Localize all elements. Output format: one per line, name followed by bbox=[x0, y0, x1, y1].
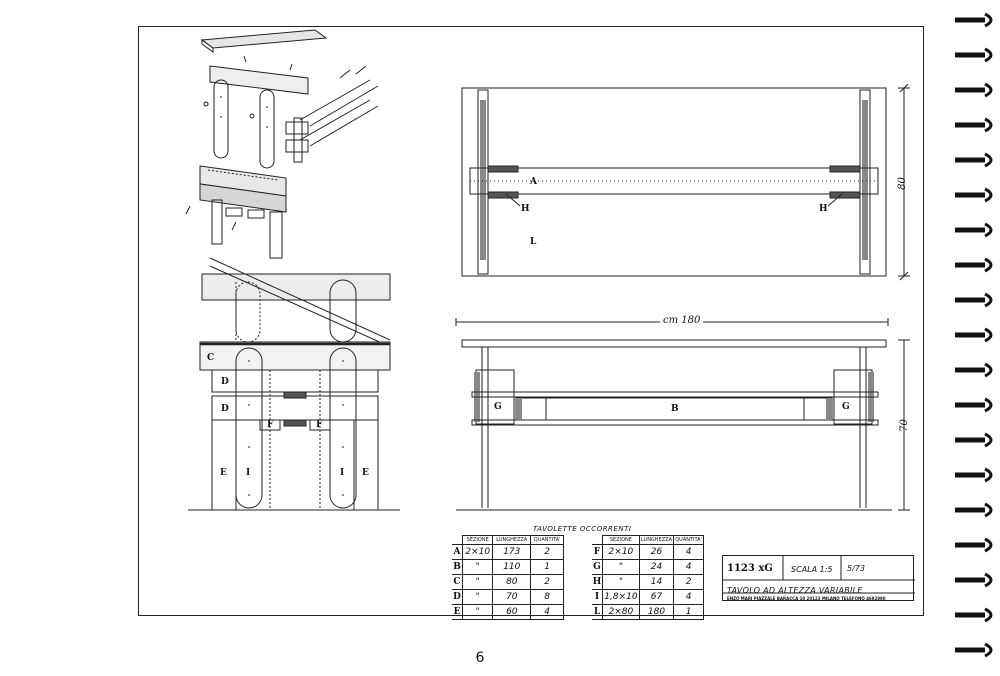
side-elevation bbox=[455, 318, 910, 511]
label-f2: F bbox=[316, 420, 323, 430]
parts-table-title: TAVOLETTE OCCORRENTI bbox=[533, 525, 632, 533]
label-e1: E bbox=[220, 468, 227, 478]
header-length: LUNGHEZZA bbox=[492, 535, 532, 545]
header-qty: QUANTITA' bbox=[673, 535, 704, 545]
label-i2: I bbox=[340, 468, 345, 478]
label-e2: E bbox=[362, 468, 369, 478]
exploded-view bbox=[185, 29, 379, 259]
title-block: 1123 xG SCALA 1:5 5/73 TAVOLO AD ALTEZZA… bbox=[722, 555, 915, 601]
page-number: 6 bbox=[475, 650, 485, 666]
label-b: B bbox=[671, 404, 679, 414]
label-d1: D bbox=[221, 377, 229, 387]
label-a: A bbox=[530, 177, 537, 187]
label-f1: F bbox=[267, 420, 274, 430]
front-view bbox=[188, 341, 400, 511]
label-d2: D bbox=[221, 404, 229, 414]
label-h-right: H bbox=[819, 204, 828, 214]
header-section: SEZIONE bbox=[602, 535, 640, 545]
label-c: C bbox=[207, 353, 215, 363]
height-dimension: 70 bbox=[898, 419, 910, 432]
header-length: LUNGHEZZA bbox=[638, 535, 675, 545]
sheet-number: 5/73 bbox=[847, 564, 865, 573]
header-section: SEZIONE bbox=[461, 535, 494, 545]
label-g-left: G bbox=[494, 402, 502, 412]
spiral-binding bbox=[955, 17, 985, 653]
label-l: L bbox=[530, 237, 537, 247]
plan-view bbox=[461, 83, 910, 281]
label-i1: I bbox=[246, 468, 251, 478]
drawing-scale: SCALA 1:5 bbox=[791, 565, 833, 574]
drawing-code: 1123 xG bbox=[727, 563, 773, 574]
depth-dimension: 80 bbox=[896, 177, 908, 190]
folded-side-view bbox=[201, 257, 391, 345]
header-qty: QUANTITA' bbox=[530, 535, 564, 545]
label-g-right: G bbox=[842, 402, 850, 412]
drawing-title: TAVOLO AD ALTEZZA VARIABILE bbox=[727, 586, 863, 595]
length-dimension: cm 180 bbox=[660, 315, 704, 326]
designer-address: ENZO MARI PIAZZALE BARACCA 10 20123 MILA… bbox=[727, 596, 886, 601]
label-h-left: H bbox=[521, 204, 530, 214]
